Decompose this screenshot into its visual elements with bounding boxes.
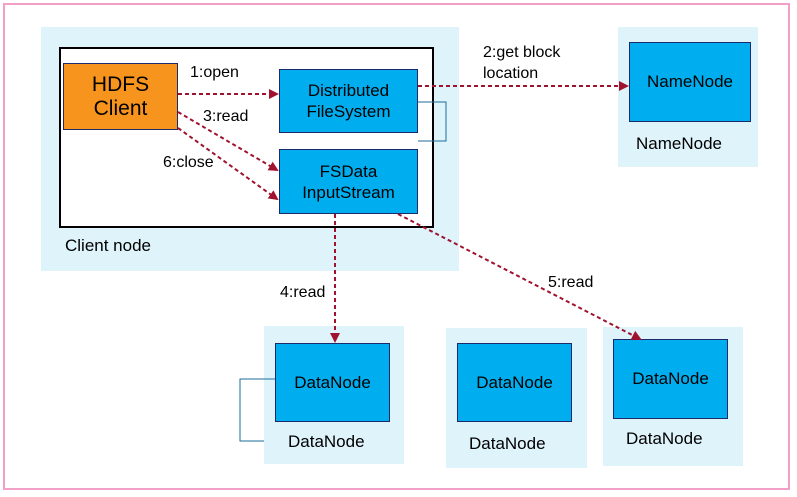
client-node-label: Client node: [65, 236, 152, 255]
distributed-filesystem-label: Distributed FileSystem: [306, 81, 391, 121]
namenode-box: NameNode: [629, 42, 751, 122]
namenode-box-label: NameNode: [647, 72, 733, 91]
hdfs-client-label: HDFS Client: [91, 72, 150, 120]
label-open: 1:open: [190, 64, 239, 81]
label-get-block-location: 2:get block location: [483, 44, 561, 82]
namenode-caption: NameNode: [636, 134, 722, 153]
datanode-box-1: DataNode: [275, 343, 390, 422]
distributed-filesystem-box: Distributed FileSystem: [279, 69, 418, 133]
datanode-box-1-label: DataNode: [294, 372, 371, 392]
arrow-close: [177, 127, 279, 201]
arrow-read-3: [177, 111, 279, 172]
datanode-box-2: DataNode: [457, 343, 572, 422]
datanode-box-3-label: DataNode: [632, 369, 709, 388]
datanode-caption-2: DataNode: [469, 434, 546, 453]
datanode-box-2-label: DataNode: [476, 372, 553, 392]
namenode-side-connector: [418, 101, 447, 142]
label-read-5: 5:read: [548, 274, 594, 291]
label-close: 6:close: [163, 154, 214, 171]
datanode-side-connector: [239, 378, 275, 442]
label-read-3: 3:read: [203, 108, 249, 125]
datanode-caption-1: DataNode: [288, 432, 365, 451]
diagram-frame: [3, 3, 790, 490]
fsdata-inputstream-label: FSData InputStream: [302, 161, 395, 202]
datanode-caption-3: DataNode: [626, 429, 703, 448]
label-read-4: 4:read: [280, 284, 326, 301]
datanode-box-3: DataNode: [613, 339, 728, 419]
fsdata-inputstream-box: FSData InputStream: [279, 149, 418, 214]
arrow-read-5: [397, 213, 642, 340]
hdfs-client-box: HDFS Client: [63, 63, 178, 130]
